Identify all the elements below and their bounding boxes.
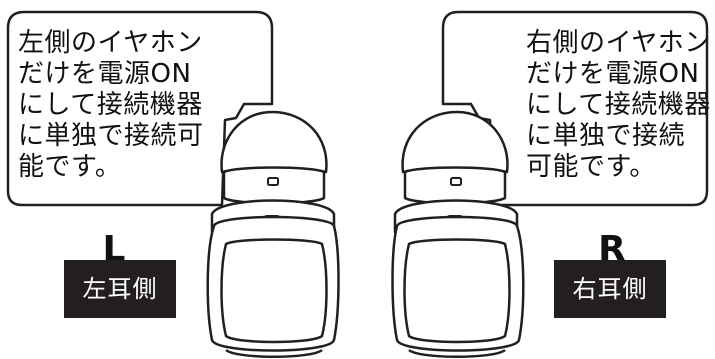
right-stem <box>408 348 506 358</box>
left-stem <box>225 348 323 358</box>
right-instruction-text: 右側のイヤホン だけを電源ON にして接続機器 に単独で接続 可能です。 <box>526 28 711 182</box>
right-speech-bubble <box>441 10 709 207</box>
left-speech-bubble <box>6 10 274 207</box>
left-eartip <box>220 110 328 174</box>
right-face-panel <box>403 238 511 344</box>
right-ear-label: 右耳側 <box>554 260 666 318</box>
left-body <box>206 215 340 352</box>
left-sensor <box>267 177 279 186</box>
left-face-panel <box>220 238 328 344</box>
right-sensor <box>450 177 462 186</box>
left-ear-label: 左耳側 <box>64 260 176 318</box>
right-earphone <box>391 110 525 358</box>
left-instruction-text: 左側のイヤホン だけを電源ON にして接続機器 に単独で接続可 能です。 <box>18 28 204 182</box>
left-side-letter: L <box>102 229 126 270</box>
right-eartip <box>401 110 509 174</box>
right-body <box>391 215 525 352</box>
left-earphone <box>206 110 340 358</box>
